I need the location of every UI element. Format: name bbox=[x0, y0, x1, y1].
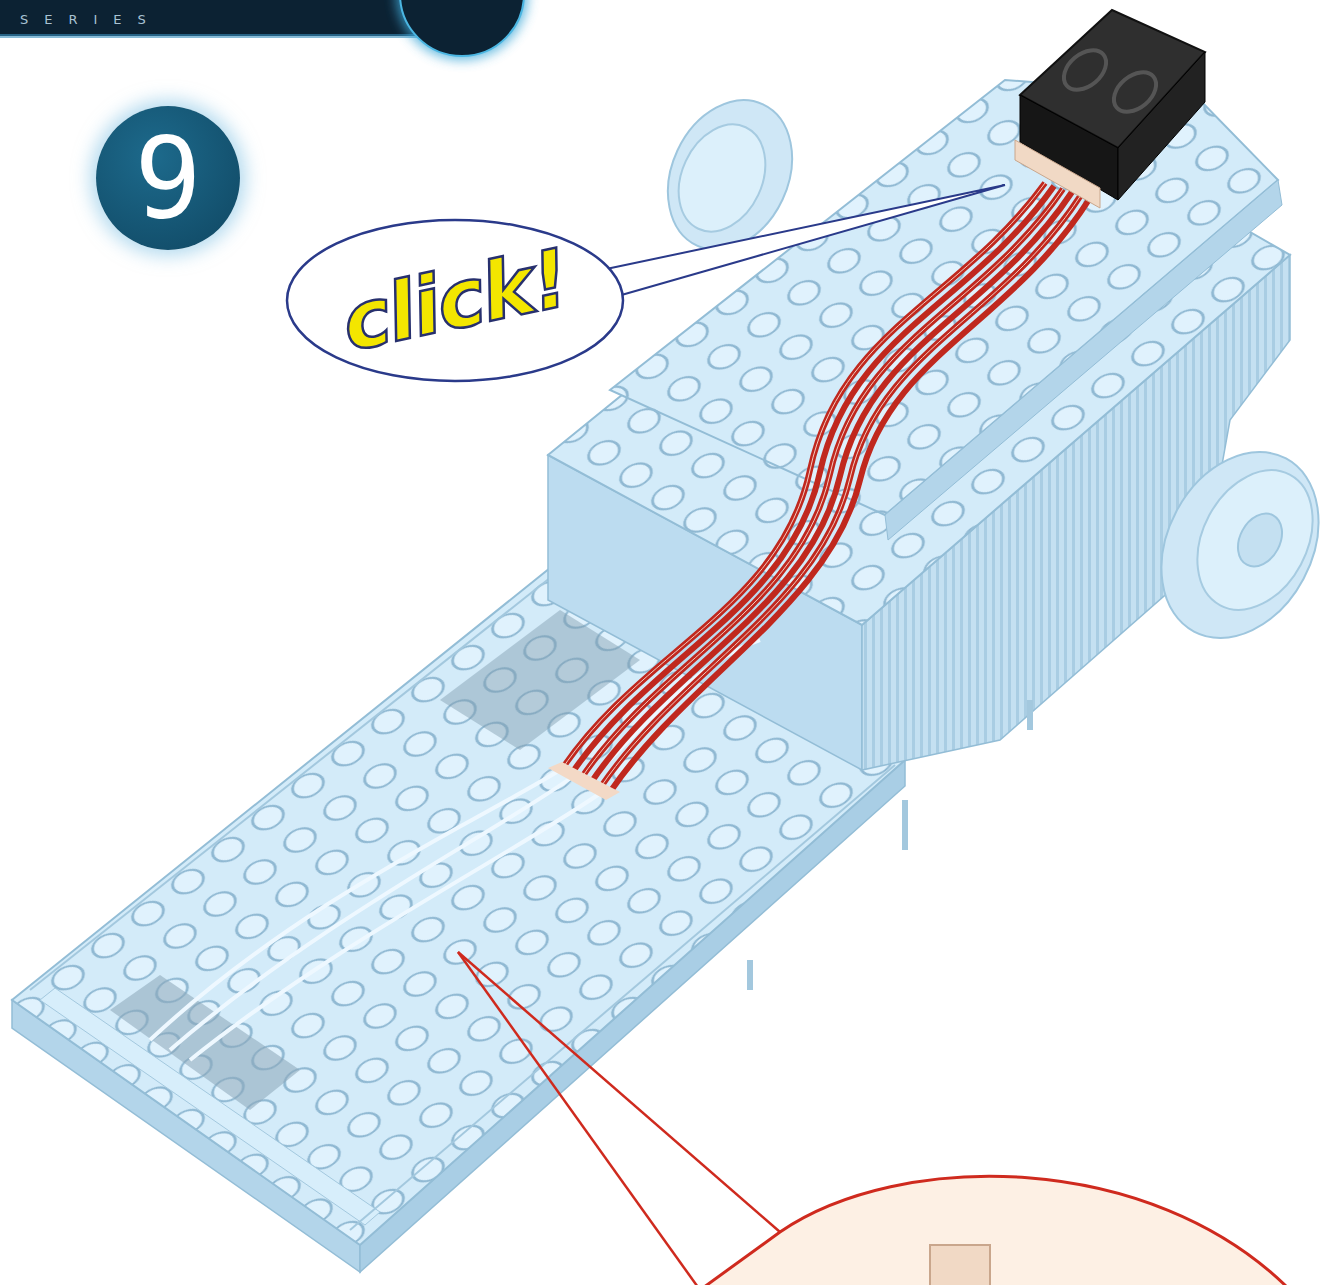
bubble-pointer bbox=[592, 185, 1005, 300]
wheel bbox=[1130, 425, 1333, 666]
series-text: SERIES bbox=[20, 12, 162, 27]
bubble-ellipse bbox=[287, 220, 623, 381]
speech-bubble: click! bbox=[285, 218, 625, 383]
header-band bbox=[0, 0, 528, 60]
wire bbox=[150, 640, 760, 1060]
zoom-callout bbox=[458, 952, 1290, 1285]
sensor-block bbox=[1015, 10, 1205, 208]
step-number-text: 9 bbox=[134, 122, 201, 234]
step-number: 9 bbox=[96, 106, 240, 250]
ribbon-cable bbox=[548, 183, 1090, 800]
